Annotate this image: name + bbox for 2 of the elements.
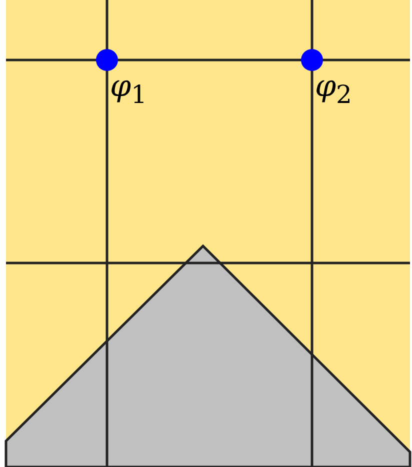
point-label: φ$_{2}$ (315, 72, 352, 107)
point-label: φ$_{1}$ (110, 72, 147, 107)
